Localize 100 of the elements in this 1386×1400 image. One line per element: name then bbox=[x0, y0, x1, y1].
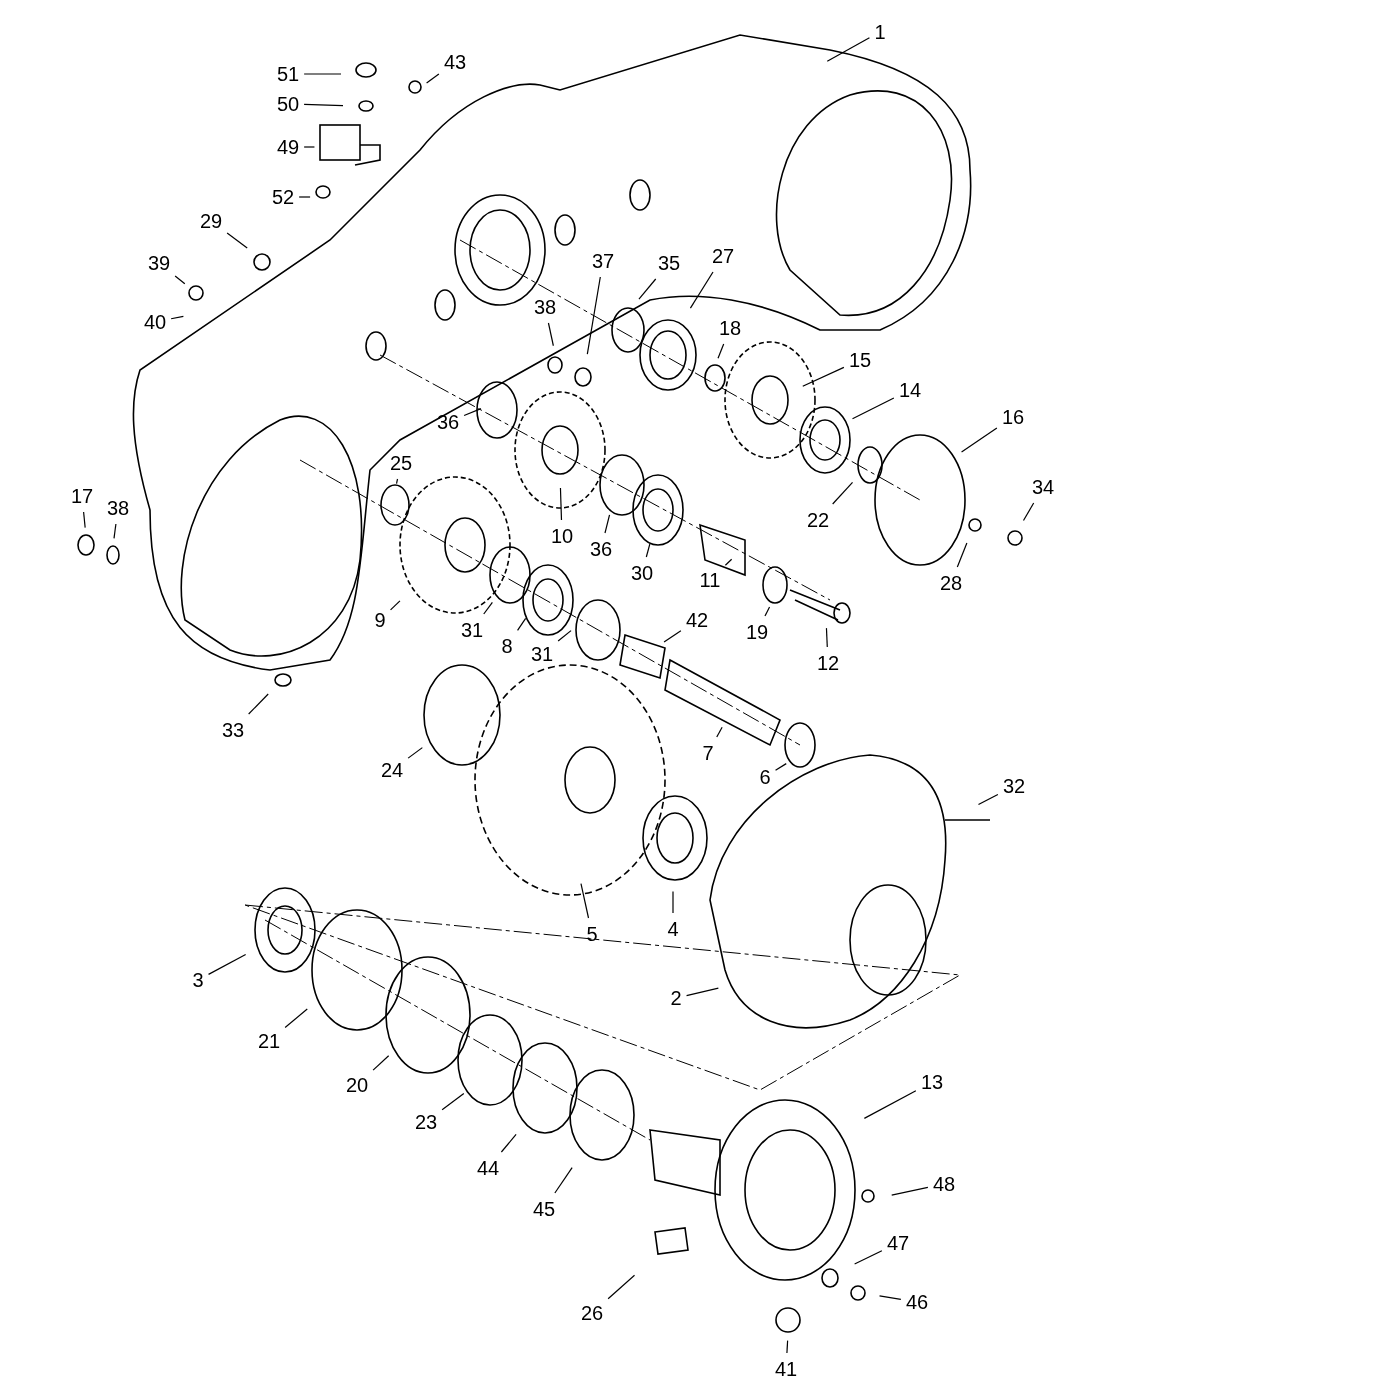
callout-number: 10 bbox=[549, 525, 575, 547]
callout-number: 25 bbox=[388, 452, 414, 474]
leader-line bbox=[956, 542, 968, 568]
leader-line bbox=[500, 1133, 517, 1153]
callout-number: 38 bbox=[532, 296, 558, 318]
leader-line bbox=[774, 763, 787, 771]
callout-number: 21 bbox=[256, 1030, 282, 1052]
callout-number: 43 bbox=[442, 51, 468, 73]
leader-line bbox=[863, 1090, 917, 1119]
leader-line bbox=[83, 511, 86, 529]
callout-number: 38 bbox=[105, 497, 131, 519]
leader-line bbox=[724, 558, 733, 566]
callout-number: 4 bbox=[666, 918, 680, 940]
leader-line bbox=[303, 103, 344, 107]
leader-line bbox=[764, 606, 771, 617]
callout-number: 34 bbox=[1030, 476, 1056, 498]
callout-number: 40 bbox=[142, 311, 168, 333]
leader-line bbox=[426, 73, 440, 84]
leader-line bbox=[977, 793, 999, 806]
callout-number: 24 bbox=[379, 759, 405, 781]
leader-line bbox=[607, 1274, 636, 1300]
callout-number: 46 bbox=[904, 1291, 930, 1313]
leader-line bbox=[663, 630, 682, 643]
leader-line bbox=[226, 232, 248, 249]
callout-number: 42 bbox=[684, 609, 710, 631]
leader-line bbox=[557, 630, 572, 642]
leader-line bbox=[1022, 502, 1035, 522]
leader-line bbox=[604, 514, 611, 534]
callout-number: 11 bbox=[698, 569, 722, 591]
callout-number: 36 bbox=[588, 538, 614, 560]
leader-line bbox=[851, 397, 895, 420]
leader-line bbox=[786, 1340, 789, 1354]
leader-line bbox=[960, 427, 998, 453]
callout-number: 50 bbox=[275, 93, 301, 115]
leader-line bbox=[483, 601, 493, 615]
leader-line bbox=[174, 275, 186, 285]
leader-line bbox=[372, 1055, 390, 1071]
callout-number: 29 bbox=[198, 210, 224, 232]
leader-line bbox=[303, 73, 342, 75]
callout-number: 17 bbox=[69, 485, 95, 507]
callout-number: 13 bbox=[919, 1071, 945, 1093]
leader-line bbox=[298, 196, 311, 198]
leader-line bbox=[854, 1250, 883, 1265]
leader-line bbox=[825, 627, 828, 648]
callout-number: 27 bbox=[710, 245, 736, 267]
callout-number: 9 bbox=[373, 609, 387, 631]
leader-line bbox=[685, 987, 719, 997]
callout-number: 2 bbox=[669, 987, 683, 1009]
leader-line bbox=[441, 1092, 465, 1111]
callout-number: 48 bbox=[931, 1173, 957, 1195]
leader-line bbox=[672, 890, 674, 914]
callout-number: 33 bbox=[220, 719, 246, 741]
callout-number: 31 bbox=[529, 643, 555, 665]
callout-number: 45 bbox=[531, 1198, 557, 1220]
leader-line bbox=[407, 747, 423, 759]
leader-line bbox=[826, 37, 871, 62]
leader-line bbox=[395, 478, 399, 485]
leader-line bbox=[717, 343, 725, 359]
leader-line bbox=[580, 883, 590, 919]
leader-line bbox=[586, 276, 601, 355]
callout-number: 8 bbox=[500, 635, 514, 657]
callout-number: 49 bbox=[275, 136, 301, 158]
leader-line bbox=[891, 1186, 929, 1196]
callout-number: 52 bbox=[270, 186, 296, 208]
callout-number: 36 bbox=[435, 411, 461, 433]
leader-line bbox=[832, 481, 854, 505]
callout-number: 35 bbox=[656, 252, 682, 274]
callout-number: 32 bbox=[1001, 775, 1027, 797]
callout-number: 7 bbox=[701, 742, 715, 764]
leader-line bbox=[716, 726, 723, 738]
leader-line bbox=[689, 271, 714, 309]
leader-line bbox=[303, 146, 316, 148]
callout-number: 41 bbox=[773, 1358, 799, 1380]
callout-number: 16 bbox=[1000, 406, 1026, 428]
callout-number: 28 bbox=[938, 572, 964, 594]
leader-line bbox=[207, 954, 247, 975]
leader-line bbox=[113, 523, 117, 539]
leader-line bbox=[802, 366, 845, 387]
callout-number: 26 bbox=[579, 1302, 605, 1324]
leader-line bbox=[516, 617, 527, 631]
leader-line bbox=[389, 600, 401, 611]
callout-number: 14 bbox=[897, 379, 923, 401]
leader-line bbox=[554, 1167, 573, 1194]
callout-number: 22 bbox=[805, 509, 831, 531]
callout-number: 3 bbox=[191, 969, 205, 991]
callout-number: 19 bbox=[744, 621, 770, 643]
callout-number: 6 bbox=[758, 766, 772, 788]
callout-number: 44 bbox=[475, 1157, 501, 1179]
callout-number: 31 bbox=[459, 619, 485, 641]
callout-number: 37 bbox=[590, 250, 616, 272]
leader-line bbox=[878, 1295, 902, 1300]
leader-line bbox=[645, 542, 651, 558]
callout-number: 23 bbox=[413, 1111, 439, 1133]
callout-number: 1 bbox=[873, 21, 887, 43]
callout-number: 47 bbox=[885, 1232, 911, 1254]
leader-line bbox=[547, 322, 554, 347]
leader-line bbox=[559, 487, 563, 521]
callout-number: 30 bbox=[629, 562, 655, 584]
leader-line bbox=[248, 693, 269, 715]
leader-line bbox=[284, 1008, 308, 1029]
